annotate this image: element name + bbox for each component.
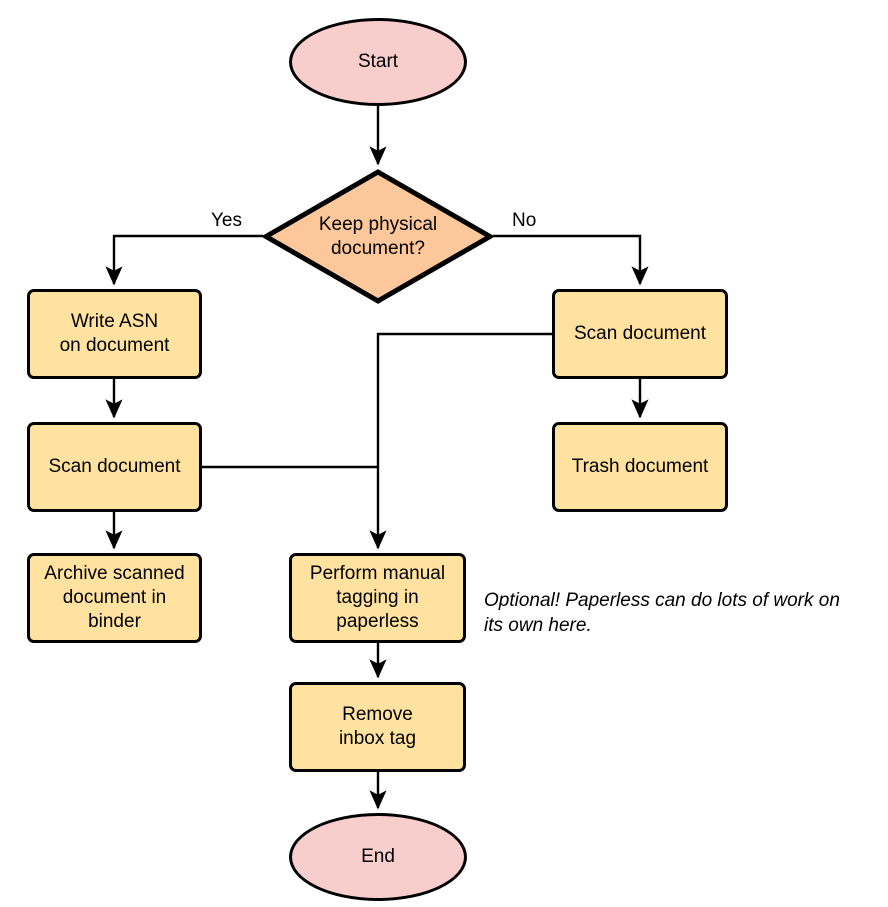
node-trash-document[interactable]: Trash document <box>552 422 728 512</box>
node-perform-manual-tagging[interactable]: Perform manual tagging in paperless <box>289 553 466 643</box>
edge-label-yes: Yes <box>209 210 244 232</box>
edge-label-no: No <box>510 210 539 232</box>
node-remove-inbox-tag[interactable]: Remove inbox tag <box>289 682 466 772</box>
diamond-shape <box>263 169 493 304</box>
edge-decision-to-scan-right <box>493 234 649 286</box>
node-end[interactable]: End <box>289 813 467 901</box>
node-write-asn-on-document-label: Write ASN on document <box>59 311 170 356</box>
edge-scan-right-to-tagging <box>369 332 552 550</box>
annotation-optional-note: Optional! Paperless can do lots of work … <box>484 590 840 636</box>
edge-decision-to-write-asn <box>105 234 263 286</box>
node-start-label: Start <box>357 51 399 72</box>
node-archive-scanned-document[interactable]: Archive scanned document in binder <box>27 553 202 643</box>
node-scan-document-left[interactable]: Scan document <box>27 422 202 512</box>
node-end-label: End <box>361 846 395 867</box>
node-scan-document-right[interactable]: Scan document <box>552 289 728 379</box>
node-trash-document-label: Trash document <box>571 456 709 477</box>
node-keep-physical-document[interactable]: Keep physical document? <box>263 169 493 304</box>
node-archive-scanned-document-label: Archive scanned document in binder <box>44 563 185 632</box>
node-start[interactable]: Start <box>289 18 467 106</box>
node-perform-manual-tagging-label: Perform manual tagging in paperless <box>309 563 446 632</box>
node-keep-physical-document-label: Keep physical document? <box>318 213 438 259</box>
node-scan-document-right-label: Scan document <box>573 323 707 344</box>
node-remove-inbox-tag-label: Remove inbox tag <box>338 704 417 749</box>
node-write-asn-on-document[interactable]: Write ASN on document <box>27 289 202 379</box>
node-scan-document-left-label: Scan document <box>48 456 181 477</box>
